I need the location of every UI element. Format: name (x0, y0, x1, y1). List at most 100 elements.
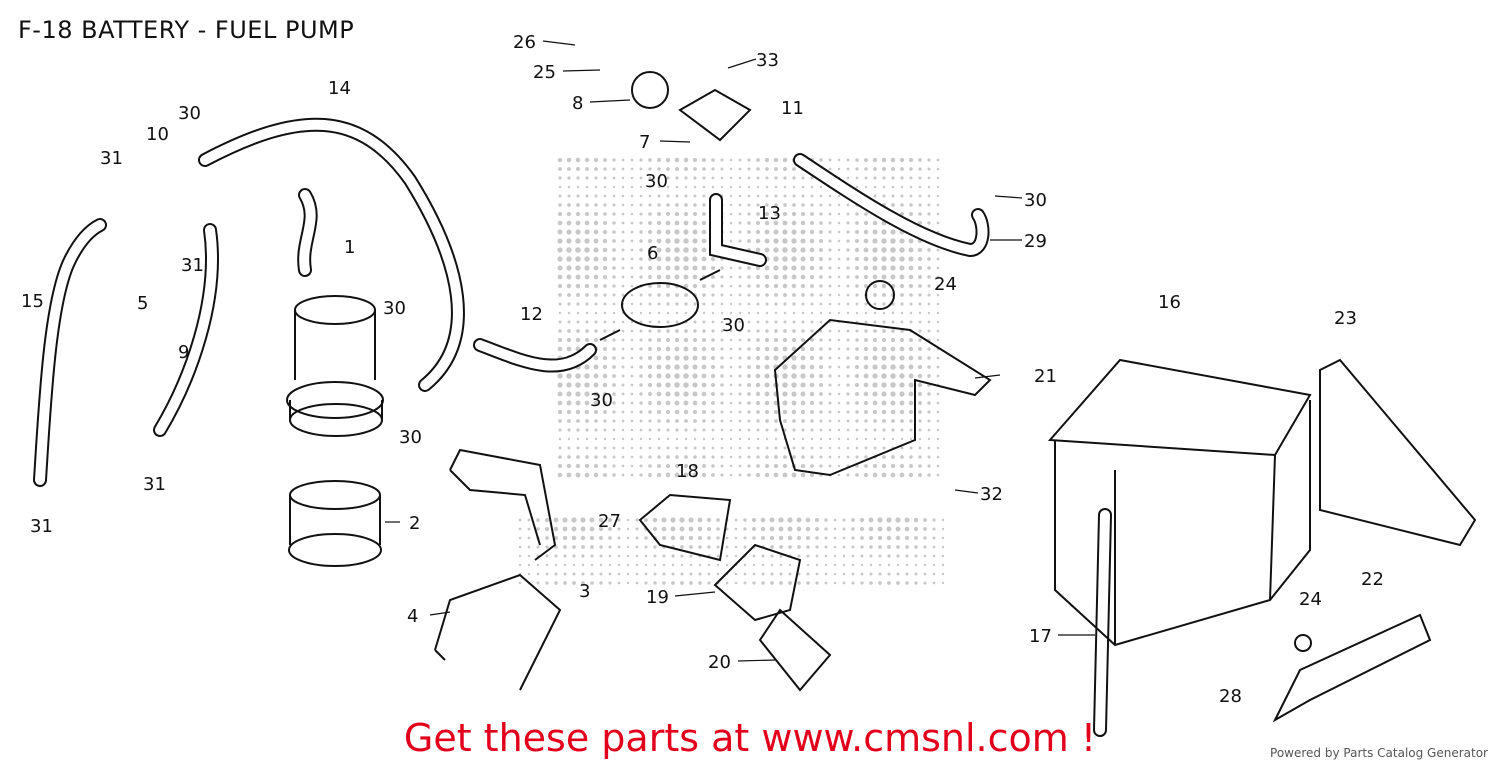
watermark-dot (755, 355, 761, 361)
watermark-dot (711, 293, 715, 297)
watermark-dot (882, 311, 886, 315)
watermark-dot (702, 212, 706, 216)
watermark-dot (738, 185, 742, 189)
watermark-dot (720, 320, 724, 324)
watermark-dot (837, 275, 841, 279)
watermark-dot (557, 472, 563, 478)
watermark-dot (824, 518, 828, 522)
watermark-dot (621, 248, 625, 252)
watermark-dot (887, 554, 891, 558)
watermark-dot (819, 203, 823, 207)
watermark-dot (764, 463, 770, 469)
watermark-dot (932, 572, 936, 576)
watermark-dot (557, 409, 563, 415)
watermark-dot (647, 229, 653, 235)
watermark-dot (801, 311, 805, 315)
watermark-dot (764, 391, 770, 397)
watermark-dot (675, 311, 679, 315)
watermark-dot (899, 256, 905, 262)
watermark-dot (553, 535, 559, 541)
fuel-filter (599, 269, 721, 341)
watermark-dot (557, 337, 563, 343)
watermark-dot (936, 176, 940, 180)
callout: 8 (572, 93, 583, 114)
watermark-dot (914, 563, 918, 567)
watermark-dot (755, 364, 761, 370)
watermark-dot (580, 517, 586, 523)
watermark-dot (635, 518, 639, 522)
watermark-dot (863, 382, 869, 388)
watermark-dot (720, 374, 724, 378)
watermark-dot (873, 437, 877, 441)
watermark-dot (809, 346, 815, 352)
watermark-dot (819, 419, 823, 423)
watermark-dot (810, 212, 814, 216)
watermark-dot (680, 563, 684, 567)
watermark-dot (891, 329, 895, 333)
watermark-dot (873, 329, 877, 333)
watermark-dot (585, 428, 589, 432)
callout: 4 (407, 606, 418, 627)
watermark-dot (846, 311, 850, 315)
watermark-dot (665, 265, 671, 271)
watermark-dot (581, 581, 585, 585)
watermark-dot (729, 455, 733, 459)
watermark-dot (652, 526, 658, 532)
watermark-dot (819, 194, 823, 198)
callout: 17 (1029, 626, 1052, 647)
callout: 31 (30, 516, 53, 537)
watermark-dot (872, 346, 878, 352)
watermark-dot (855, 167, 859, 171)
watermark-dot (792, 311, 796, 315)
watermark-dot (891, 194, 895, 198)
watermark-dot (729, 383, 733, 387)
watermark-dot (680, 554, 684, 558)
watermark-dot (890, 463, 896, 469)
watermark-dot (621, 356, 625, 360)
callout: 30 (383, 298, 406, 319)
watermark-dot (702, 185, 706, 189)
watermark-dot (900, 194, 904, 198)
watermark-dot (647, 355, 653, 361)
watermark-dot (743, 581, 747, 585)
watermark-dot (801, 302, 805, 306)
watermark-dot (684, 176, 688, 180)
watermark-dot (701, 400, 707, 406)
watermark-dot (567, 428, 571, 432)
watermark-dot (747, 410, 751, 414)
watermark-dot (729, 419, 733, 423)
watermark-dot (927, 221, 931, 225)
watermark-dot (932, 554, 936, 558)
watermark-dot (815, 545, 819, 549)
watermark-dot (755, 247, 761, 253)
watermark-dot (702, 302, 706, 306)
watermark-dot (752, 527, 756, 531)
promo-link[interactable]: Get these parts at www.cmsnl.com ! (403, 716, 1097, 760)
watermark-dot (932, 518, 936, 522)
watermark-dot (756, 410, 760, 414)
watermark-dot (599, 572, 603, 576)
watermark-dot (855, 419, 859, 423)
watermark-dot (890, 382, 896, 388)
watermark-dot (927, 248, 931, 252)
watermark-dot (674, 400, 680, 406)
watermark-dot (657, 428, 661, 432)
watermark-dot (783, 329, 787, 333)
battery-strap (865, 280, 1477, 723)
watermark-dot (657, 167, 661, 171)
watermark-dot (701, 373, 707, 379)
watermark-dot (809, 400, 815, 406)
watermark-dot (630, 401, 634, 405)
watermark-dot (800, 220, 806, 226)
watermark-dot (855, 311, 859, 315)
watermark-dot (941, 563, 945, 567)
watermark-dot (932, 536, 936, 540)
watermark-dot (608, 563, 612, 567)
watermark-dot (734, 527, 738, 531)
watermark-dot (837, 311, 841, 315)
watermark-dot (639, 248, 643, 252)
watermark-dot (693, 419, 697, 423)
watermark-dot (593, 265, 599, 271)
watermark-dot (738, 374, 742, 378)
watermark-dot (747, 455, 751, 459)
